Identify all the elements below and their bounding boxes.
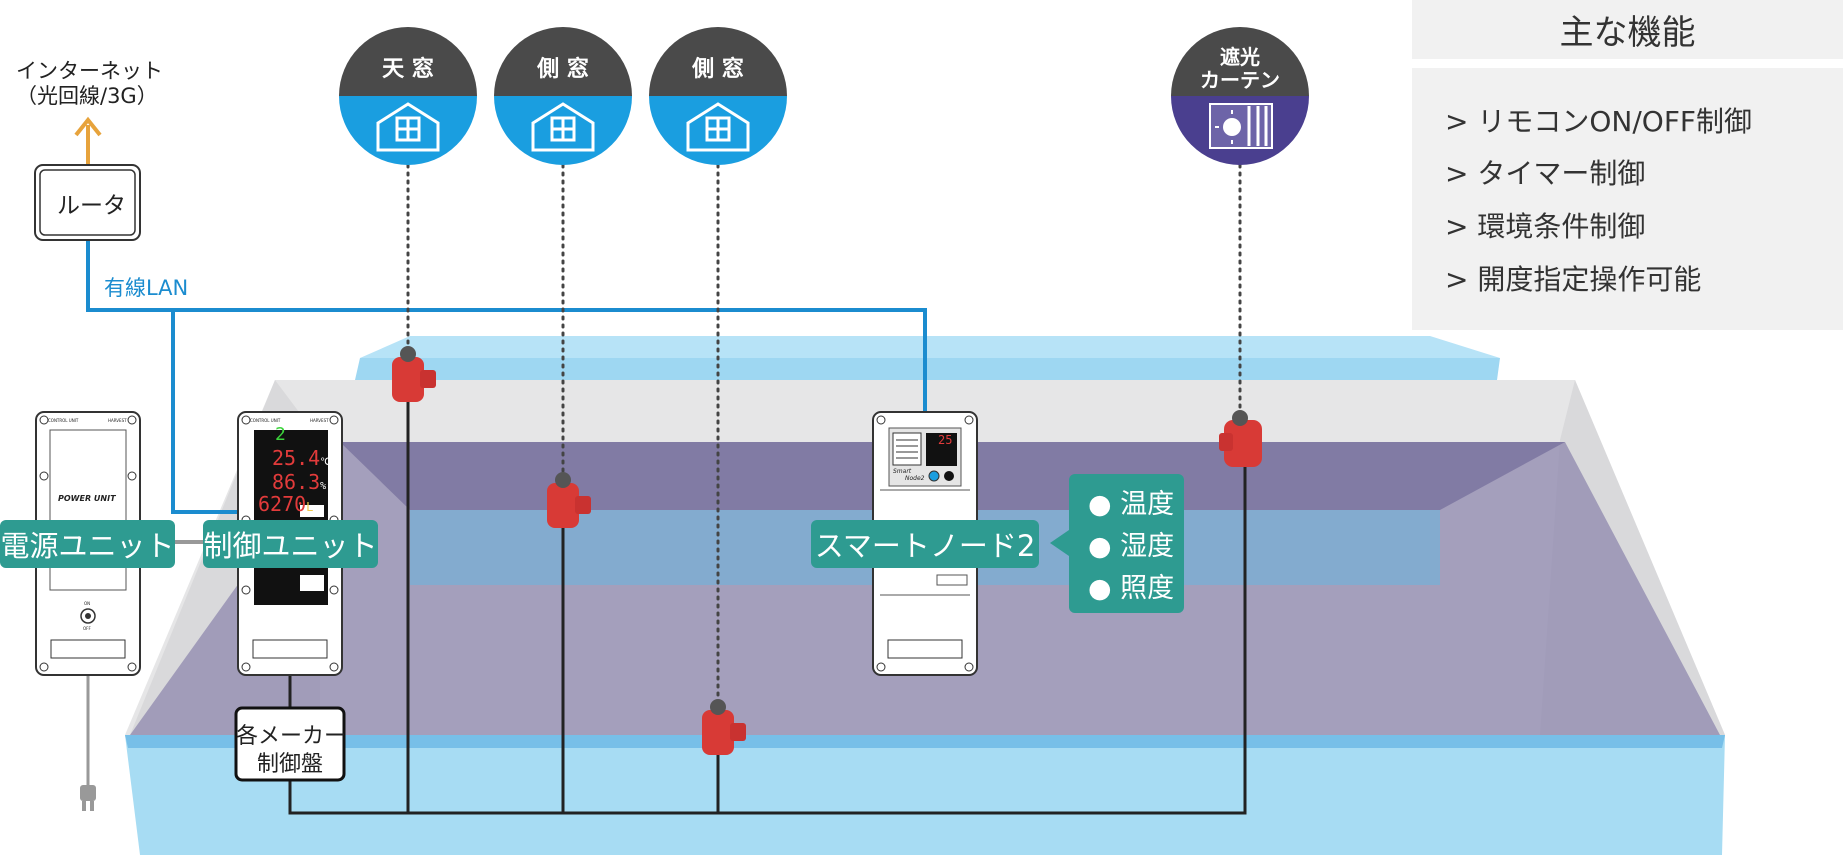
side-window-circle-1 <box>494 27 632 165</box>
window-house-icon <box>531 102 595 152</box>
internet-label-line1: インターネット <box>16 59 163 83</box>
control-display-temp: 25.4℃ <box>272 446 331 470</box>
hum-value: 86.3 <box>272 470 321 494</box>
sensor-item: ● 温度 <box>1088 482 1174 521</box>
control-display-light: 6270L <box>258 492 313 516</box>
greenhouse-top-blue-strip <box>360 336 1500 358</box>
maker-panel-line1: 各メーカー <box>236 724 347 749</box>
bullet-icon: ● <box>1088 573 1121 604</box>
feature-item: > タイマー制御 <box>1445 157 1646 190</box>
temp-value: 25.4 <box>272 446 321 470</box>
control-unit-label: 制御ユニット <box>203 520 378 568</box>
curtain-sun-icon <box>1209 103 1273 149</box>
motor-side-window-1 <box>547 472 591 528</box>
light-unit: L <box>306 500 314 514</box>
window-house-icon <box>686 102 750 152</box>
smart-node-brand-line2: Node2 <box>905 475 925 482</box>
power-on-label: ON <box>84 601 91 606</box>
power-unit-label: 電源ユニット <box>0 520 175 568</box>
router-label: ルータ <box>57 193 126 219</box>
power-unit-header-right: HARVEST <box>108 418 127 423</box>
smart-node-pointer <box>1050 530 1069 556</box>
power-unit-header-left: CONTROL UNIT <box>48 418 79 423</box>
motor-skylight <box>392 346 436 402</box>
sensor-label: 照度 <box>1120 573 1175 604</box>
side-window-label-2: 側 窓 <box>692 57 744 82</box>
features-title: 主な機能 <box>1412 0 1843 59</box>
up-arrow-icon <box>74 116 102 137</box>
router-box <box>34 164 141 241</box>
bullet-icon: ● <box>1088 489 1121 520</box>
light-value: 6270 <box>258 492 307 516</box>
sensor-list-box <box>1069 474 1184 613</box>
sensor-item: ● 照度 <box>1088 566 1174 605</box>
sensor-item: ● 湿度 <box>1088 524 1174 563</box>
internet-label-line2: （光回線/3G） <box>16 84 158 108</box>
bullet-icon: ● <box>1088 531 1121 562</box>
skylight-circle <box>339 27 477 165</box>
plug-icon <box>80 785 96 811</box>
feature-item: > リモコンON/OFF制御 <box>1445 105 1753 138</box>
motor-side-window-2 <box>702 699 746 755</box>
side-window-circle-2 <box>649 27 787 165</box>
side-window-label-1: 側 窓 <box>537 57 589 82</box>
sensor-label: 湿度 <box>1120 531 1175 562</box>
features-panel <box>1412 68 1843 330</box>
sensor-label: 温度 <box>1120 489 1175 520</box>
lan-cable <box>86 240 927 412</box>
control-display-hum: 86.3% <box>272 470 326 494</box>
smart-node-brand-line1: Smart <box>893 468 912 475</box>
power-off-label: OFF <box>83 626 91 631</box>
control-unit-header-right: HARVEST <box>310 418 329 423</box>
greenhouse-top-blue <box>355 358 1500 380</box>
motor-curtain <box>1219 410 1262 467</box>
lan-cable-control <box>171 310 238 514</box>
greenhouse-floor-blue <box>125 735 1725 855</box>
feature-item: > 開度指定操作可能 <box>1445 263 1702 296</box>
window-house-icon <box>376 102 440 152</box>
power-unit-brand: POWER UNIT <box>58 494 116 503</box>
smart-node-display: 25 <box>938 433 953 447</box>
temp-unit: ℃ <box>320 457 332 468</box>
curtain-label-line1: 遮光 <box>1220 45 1260 69</box>
maker-panel-line2: 制御盤 <box>256 752 323 777</box>
lan-label: 有線LAN <box>104 276 189 300</box>
skylight-label: 天 窓 <box>382 57 434 82</box>
control-bus <box>288 455 1247 815</box>
feature-item: > 環境条件制御 <box>1445 210 1646 243</box>
greenhouse-floor-edge <box>125 735 1725 748</box>
smart-node-label: スマートノード2 <box>811 520 1039 568</box>
curtain-label-line2: カーテン <box>1200 68 1280 92</box>
hum-unit: % <box>320 481 327 492</box>
control-unit-header-left: CONTROL UNIT <box>250 418 281 423</box>
control-display-row0: 2 <box>275 424 286 445</box>
maker-panel-box <box>234 706 346 782</box>
